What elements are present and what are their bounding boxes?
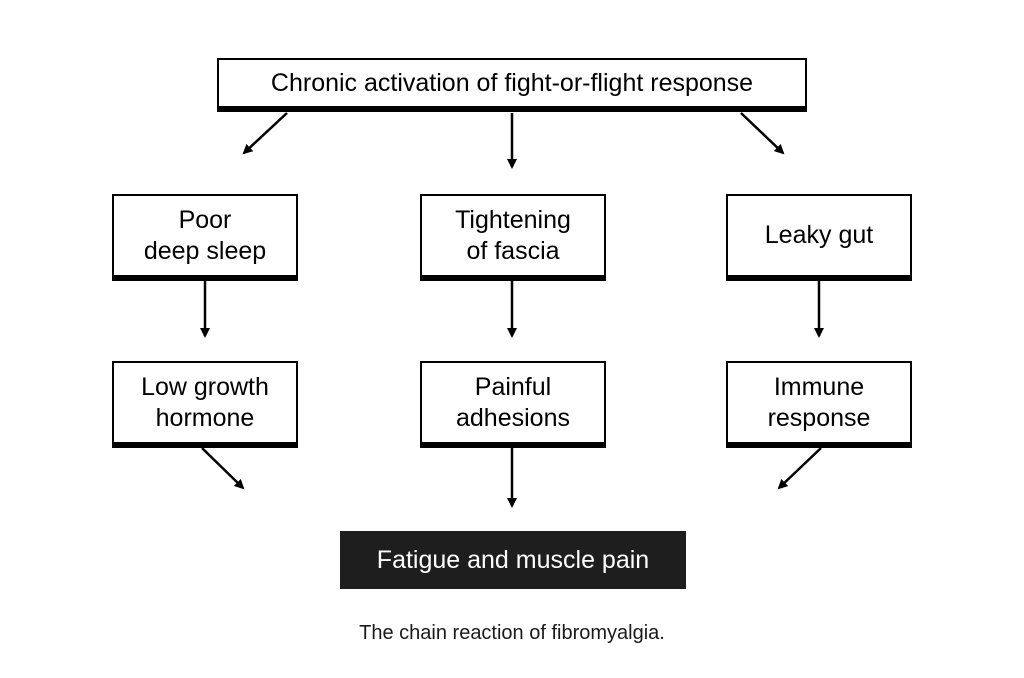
node-painful-adhesions: Painful adhesions bbox=[420, 361, 606, 448]
root-node-label: Chronic activation of fight-or-flight re… bbox=[270, 68, 754, 97]
node-painful-adhesions-label: Painful adhesions bbox=[456, 372, 570, 432]
arrow-immune-to-outcome bbox=[777, 447, 822, 490]
node-tightening-of-fascia-label: Tightening of fascia bbox=[455, 205, 571, 265]
node-low-growth-hormone: Low growth hormone bbox=[112, 361, 298, 448]
root-node: Chronic activation of fight-or-flight re… bbox=[217, 58, 807, 112]
node-immune-response: Immune response bbox=[726, 361, 912, 448]
node-poor-deep-sleep: Poor deep sleep bbox=[112, 194, 298, 281]
figure-caption: The chain reaction of fibromyalgia. bbox=[359, 622, 665, 644]
arrow-growth-to-outcome bbox=[201, 447, 245, 490]
arrow-root-to-gut bbox=[740, 112, 785, 155]
outcome-node: Fatigue and muscle pain bbox=[340, 531, 686, 589]
node-immune-response-label: Immune response bbox=[767, 372, 871, 432]
node-poor-deep-sleep-label: Poor deep sleep bbox=[143, 205, 267, 265]
arrow-root-to-sleep bbox=[242, 112, 288, 155]
node-leaky-gut-label: Leaky gut bbox=[764, 221, 874, 249]
outcome-node-label: Fatigue and muscle pain bbox=[376, 545, 650, 574]
node-low-growth-hormone-label: Low growth hormone bbox=[141, 372, 269, 432]
node-leaky-gut: Leaky gut bbox=[726, 194, 912, 281]
node-tightening-of-fascia: Tightening of fascia bbox=[420, 194, 606, 281]
